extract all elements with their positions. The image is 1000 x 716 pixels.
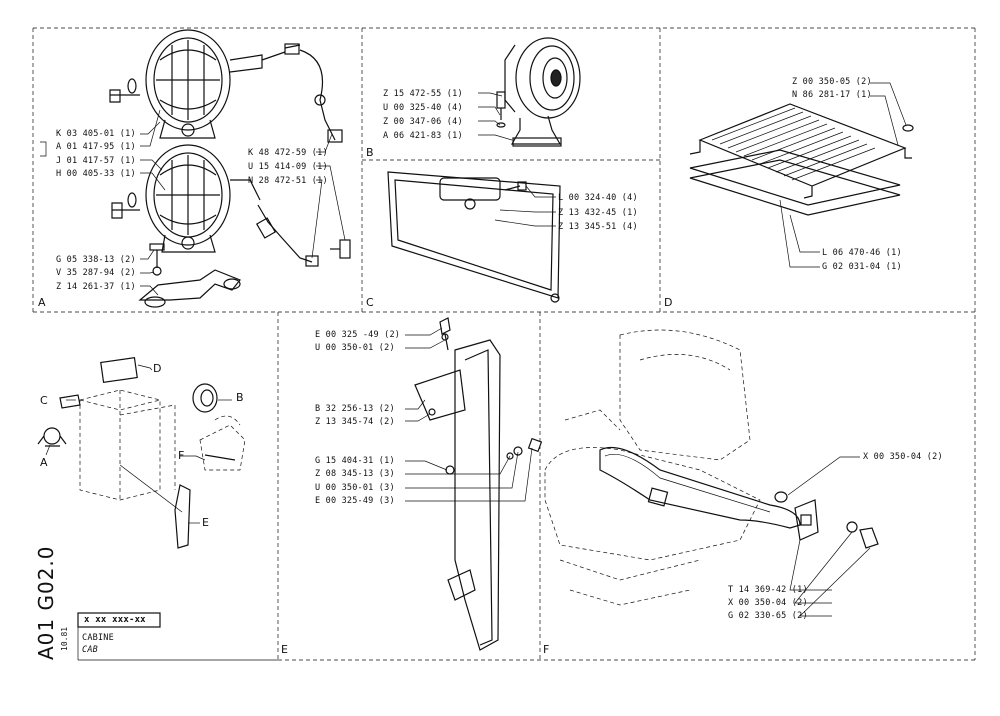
callout-e-8: E 00 325-49 (3) — [315, 496, 395, 506]
title-name-en: CAB — [82, 645, 98, 655]
callout-b-2: U 00 325-40 (4) — [383, 103, 463, 113]
callout-a-9: V 35 287-94 (2) — [56, 268, 136, 278]
panel-letter-f: F — [543, 643, 550, 656]
callout-f-2: T 14 369-42 (1) — [728, 585, 808, 595]
drawing-date: 10.81 — [60, 626, 69, 651]
callout-e-7: U 00 350-01 (3) — [315, 483, 395, 493]
panel-e-drawing — [405, 317, 543, 651]
callout-f-1: X 00 350-04 (2) — [863, 452, 943, 462]
callout-a-5: K 48 472-59 (1) — [248, 148, 328, 158]
callout-e-2: U 00 350-01 (2) — [315, 343, 395, 353]
callout-d-4: G 02 031-04 (1) — [822, 262, 902, 272]
drawing-code: A01 G02.0 — [34, 545, 58, 660]
callout-e-1: E 00 325 -49 (2) — [315, 330, 401, 340]
callout-c-3: Z 13 345-51 (4) — [558, 222, 638, 232]
panel-a-drawing — [40, 29, 351, 308]
callout-d-2: N 86 281-17 (1) — [792, 90, 872, 100]
panel-letter-e: E — [281, 643, 288, 656]
callout-a-1: K 03 405-01 (1) — [56, 129, 136, 139]
callout-d-3: L 06 470-46 (1) — [822, 248, 902, 258]
callout-e-6: Z 08 345-13 (3) — [315, 469, 395, 479]
part-number: x xx xxx-xx — [84, 615, 146, 625]
title-name-fr: CABINE — [82, 633, 114, 643]
callout-a-6: U 15 414-09 (1) — [248, 162, 328, 172]
callout-e-3: B 32 256-13 (2) — [315, 404, 395, 414]
overview-label-b: B — [236, 391, 244, 404]
callout-a-7: N 28 472-51 (1) — [248, 176, 328, 186]
callout-a-2: A 01 417-95 (1) — [56, 142, 136, 152]
callout-c-1: L 00 324-40 (4) — [558, 193, 638, 203]
callout-e-5: G 15 404-31 (1) — [315, 456, 395, 466]
panel-c-drawing — [387, 171, 561, 303]
panel-b-drawing — [478, 37, 581, 147]
overview-drawing — [37, 357, 246, 549]
panel-f-drawing — [544, 329, 879, 617]
callout-b-3: Z 00 347-06 (4) — [383, 117, 463, 127]
callout-b-1: Z 15 472-55 (1) — [383, 89, 463, 99]
panel-letter-c: C — [366, 296, 374, 309]
callout-d-1: Z 00 350-05 (2) — [792, 77, 872, 87]
callout-a-4: H 00 405-33 (1) — [56, 169, 136, 179]
panel-letter-d: D — [664, 296, 673, 309]
overview-label-c: C — [40, 394, 48, 407]
panel-d-drawing — [689, 82, 914, 268]
callout-a-3: J 01 417-57 (1) — [56, 156, 136, 166]
overview-label-d: D — [153, 362, 162, 375]
callout-f-4: G 02 330-65 (2) — [728, 611, 808, 621]
callout-e-4: Z 13 345-74 (2) — [315, 417, 395, 427]
callout-a-8: G 05 338-13 (2) — [56, 255, 136, 265]
callout-c-2: Z 13 432-45 (1) — [558, 208, 638, 218]
panel-letter-a: A — [38, 296, 46, 309]
callout-a-10: Z 14 261-37 (1) — [56, 282, 136, 292]
panel-letter-b: B — [366, 146, 374, 159]
overview-label-a: A — [40, 456, 48, 469]
overview-label-e: E — [202, 516, 209, 529]
callout-f-3: X 00 350-04 (2) — [728, 598, 808, 608]
overview-label-f: F — [178, 449, 185, 462]
callout-b-4: A 06 421-83 (1) — [383, 131, 463, 141]
